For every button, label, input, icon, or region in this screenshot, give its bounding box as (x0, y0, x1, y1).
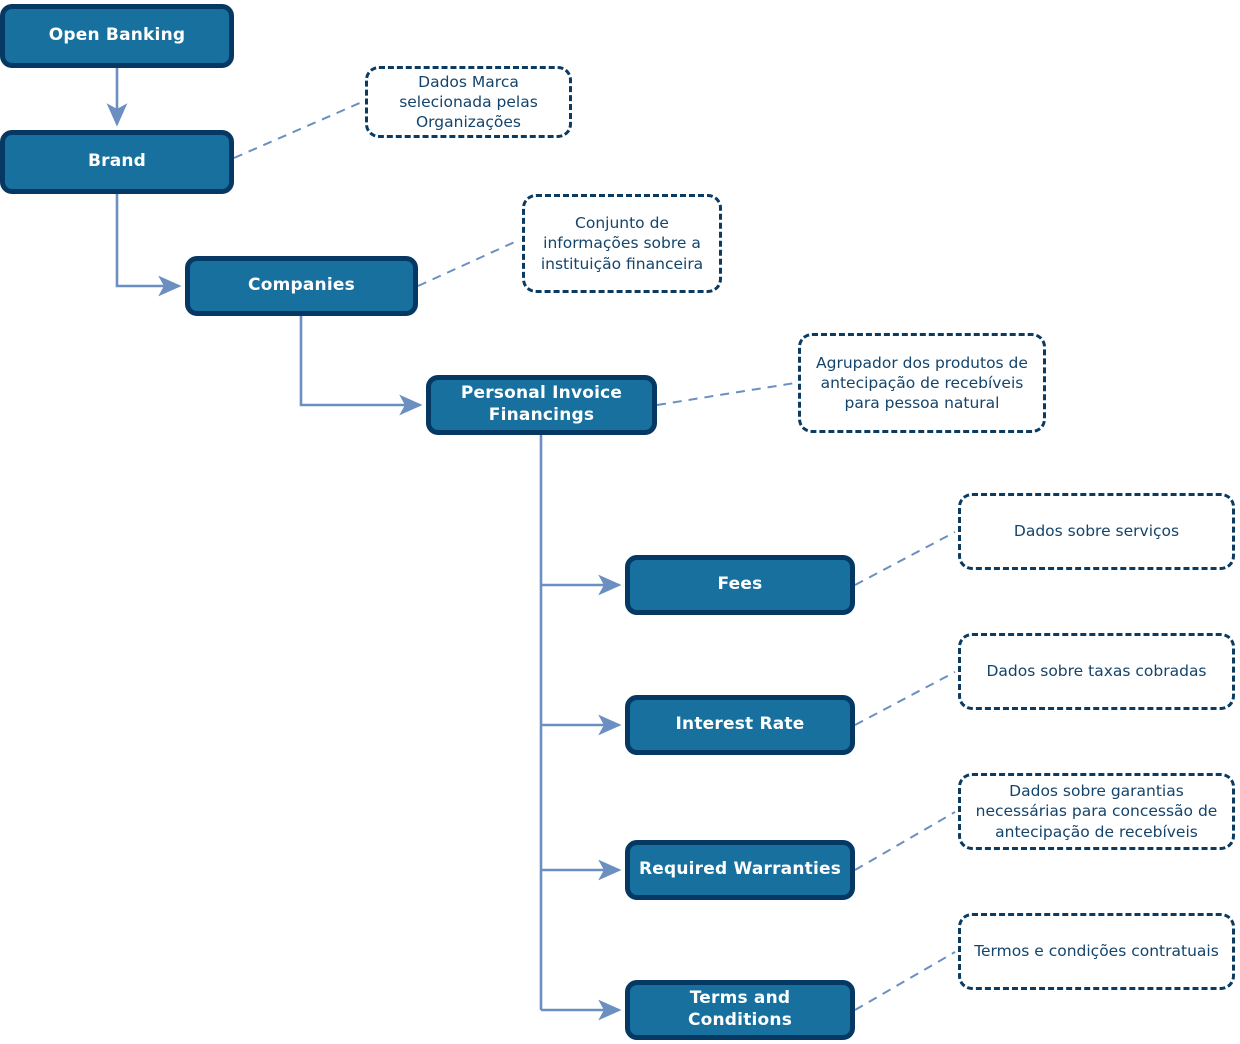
node-companies[interactable]: Companies (185, 256, 418, 316)
note-interest-rate: Dados sobre taxas cobradas (958, 633, 1235, 710)
edge-companies-pif (299, 316, 423, 416)
node-fees-label: Fees (717, 574, 763, 595)
edge-brand-companies (115, 194, 182, 297)
note-required-warranties: Dados sobre garantias necessárias para c… (958, 773, 1235, 850)
node-brand[interactable]: Brand (0, 130, 234, 194)
edge-brand-note (233, 101, 363, 159)
note-fees-text: Dados sobre serviços (1013, 522, 1180, 541)
edge-companies-note (417, 239, 520, 287)
note-terms-and-conditions: Termos e condições contratuais (958, 913, 1235, 990)
note-brand-text: Dados Marca selecionada pelas Organizaçõ… (399, 72, 538, 132)
node-required-warranties[interactable]: Required Warranties (625, 840, 855, 900)
note-personal-invoice-financings: Agrupador dos produtos de antecipação de… (798, 333, 1046, 433)
node-interest-rate-label: Interest Rate (675, 714, 805, 735)
note-required-warranties-text: Dados sobre garantias necessárias para c… (975, 782, 1218, 841)
edge-fees-note (854, 531, 956, 586)
node-terms-and-conditions[interactable]: Terms and Conditions (625, 980, 855, 1040)
node-companies-label: Companies (248, 275, 355, 296)
note-terms-and-conditions-text: Termos e condições contratuais (974, 942, 1219, 961)
note-brand: Dados Marca selecionada pelas Organizaçõ… (365, 66, 572, 138)
node-open-banking[interactable]: Open Banking (0, 4, 234, 68)
note-fees: Dados sobre serviços (958, 493, 1235, 570)
edge-terms-note (854, 951, 956, 1011)
edge-warranties-note (854, 811, 956, 871)
node-personal-invoice-financings-label: Personal Invoice Financings (460, 383, 623, 425)
node-open-banking-label: Open Banking (48, 25, 186, 46)
node-terms-and-conditions-label: Terms and Conditions (687, 988, 793, 1030)
node-required-warranties-label: Required Warranties (638, 859, 842, 880)
node-personal-invoice-financings[interactable]: Personal Invoice Financings (426, 375, 657, 435)
node-brand-label: Brand (87, 151, 147, 172)
node-fees[interactable]: Fees (625, 555, 855, 615)
edge-pif-note (656, 382, 796, 406)
note-companies: Conjunto de informações sobre a institui… (522, 194, 722, 293)
note-companies-text: Conjunto de informações sobre a institui… (540, 214, 704, 273)
note-personal-invoice-financings-text: Agrupador dos produtos de antecipação de… (816, 353, 1028, 413)
edge-interest-note (854, 671, 956, 726)
note-interest-rate-text: Dados sobre taxas cobradas (986, 662, 1207, 681)
node-interest-rate[interactable]: Interest Rate (625, 695, 855, 755)
